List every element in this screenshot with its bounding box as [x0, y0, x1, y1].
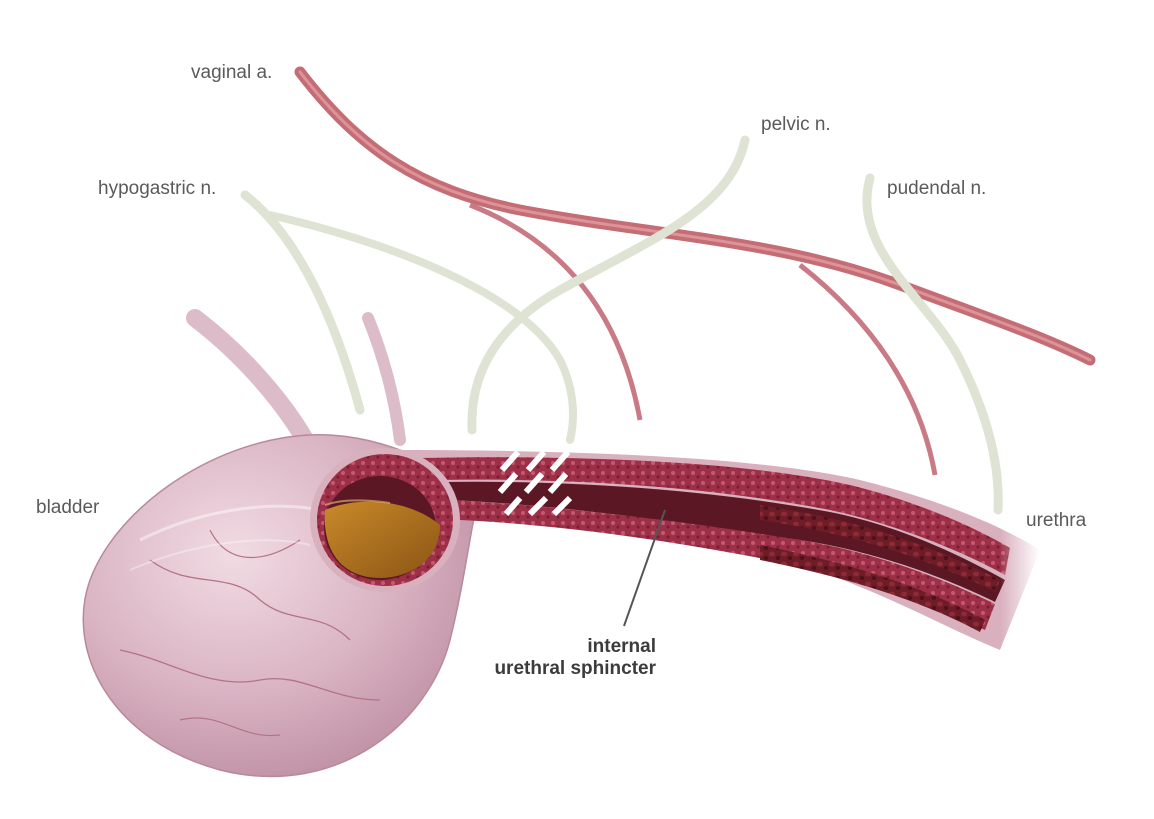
hypogastric-nerve: [240, 190, 577, 444]
sphincter-marks: [497, 450, 573, 517]
sphincter-label-line2: urethral sphincter: [494, 658, 656, 679]
sphincter-label-line1: internal: [587, 636, 656, 657]
vaginal-artery-label: vaginal a.: [191, 62, 273, 83]
sphincter-leader-line: [623, 509, 666, 627]
pelvic-nerve: [467, 135, 750, 435]
vaginal-artery: [294, 66, 1096, 476]
internal-urethral-sphincter-label: internal urethral sphincter: [470, 636, 656, 680]
pudendal-nerve-label: pudendal n.: [887, 178, 987, 199]
bladder-label: bladder: [36, 497, 100, 518]
bladder-neck-section: [310, 448, 460, 592]
pelvic-nerve-label: pelvic n.: [761, 114, 831, 135]
urethra-label: urethra: [1026, 510, 1087, 531]
urethra: [400, 440, 1040, 670]
hypogastric-nerve-label: hypogastric n.: [98, 178, 217, 199]
